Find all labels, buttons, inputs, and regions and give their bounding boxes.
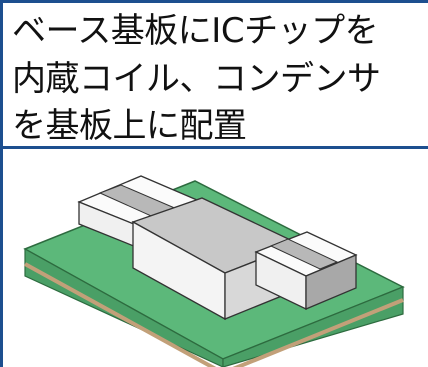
capacitor-chip-right [254,231,358,311]
caption-panel: ベース基板にICチップを 内蔵コイル、コンデンサ を基板上に配置 [3,3,428,143]
caption-line-1: ベース基板にICチップを [12,11,379,51]
caption-line-3: を基板上に配置 [12,106,247,143]
board-layer-stripe [24,262,404,367]
circuit-board-illustration [23,175,405,367]
board-right-side [222,286,404,367]
caption-line-2: 内蔵コイル、コンデンサ [12,59,381,99]
board-left-side [24,247,224,367]
diagram-panel [3,149,428,367]
panel-divider [0,146,428,149]
